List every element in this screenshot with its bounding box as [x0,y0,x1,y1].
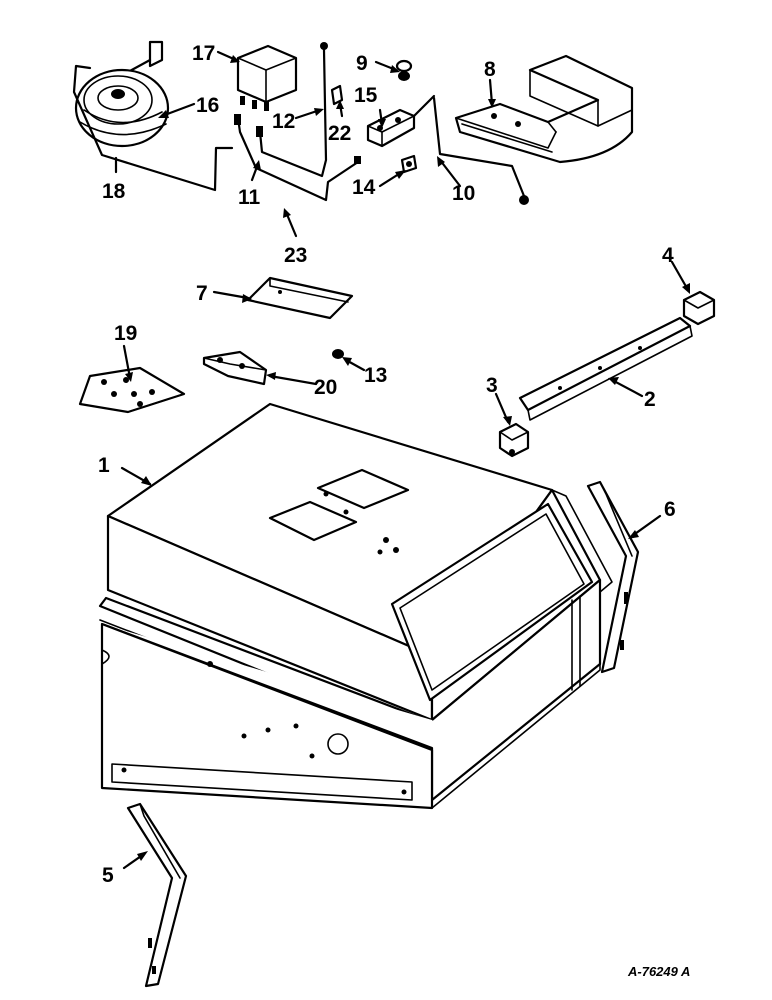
drawing-code: A-76249 A [627,964,690,979]
relay-part [236,44,298,111]
callout-14: 14 [352,176,376,199]
plate-part [246,276,354,320]
callout-22: 22 [328,122,351,145]
bar-end-right-part [682,290,716,326]
trim-strip-right-part [586,480,640,674]
callout-19: 19 [114,322,137,345]
callout-8: 8 [484,58,496,81]
terminal-part [330,84,344,106]
callout-12: 12 [272,110,295,133]
small-bracket-part [202,350,268,386]
support-bar-part [518,316,693,421]
horn-wire-part [72,64,234,192]
housing-part [98,402,613,810]
nut-part [332,349,344,359]
switch-part [366,94,436,148]
trim-strip-left-part [126,802,188,988]
callout-13: 13 [364,364,387,387]
screw-part [395,59,413,81]
wire-harness-part [234,42,361,202]
callout-9: 9 [356,52,368,75]
bar-end-left-part [498,422,530,458]
bracket-part [454,54,634,164]
callout-15: 15 [354,84,378,107]
callout-10: 10 [452,182,475,205]
mounting-plate-part [78,366,186,414]
callout-4: 4 [662,244,674,267]
horn-part [74,40,170,148]
wire-part [432,96,529,205]
callout-1: 1 [98,454,110,477]
leader-lines [114,50,690,870]
callout-labels: 1 2 3 4 5 6 7 8 9 10 11 12 13 14 15 16 1… [98,42,676,887]
clip-part [400,154,418,174]
callout-2: 2 [644,388,656,411]
callout-5: 5 [102,864,114,887]
callout-3: 3 [486,374,498,397]
callout-16: 16 [196,94,219,117]
callout-6: 6 [664,498,676,521]
callout-11: 11 [238,186,261,209]
callout-7: 7 [196,282,208,305]
callout-18: 18 [102,180,126,203]
callout-17: 17 [192,42,215,65]
callout-23: 23 [284,244,307,267]
callout-20: 20 [314,376,337,399]
